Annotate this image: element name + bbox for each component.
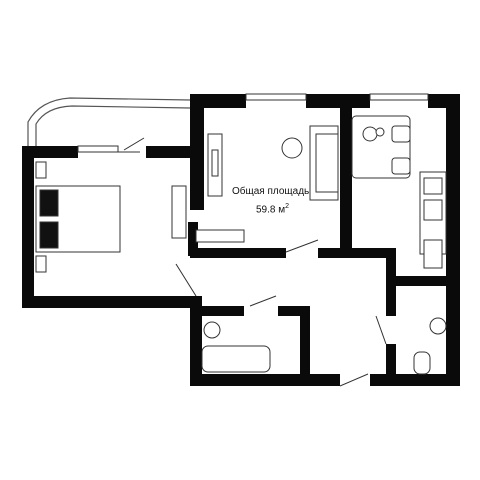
kitchen-furniture	[351, 115, 447, 269]
living-furniture	[195, 125, 339, 243]
area-unit-superscript: 2	[285, 203, 290, 210]
doors	[118, 137, 387, 387]
total-area-value: 59.8 м2	[256, 203, 289, 215]
bed	[35, 161, 121, 273]
total-area-title: Общая площадь	[232, 186, 310, 197]
bathroom-fixtures	[201, 317, 447, 375]
total-area-number: 59.8 м	[256, 204, 286, 216]
balcony	[27, 97, 191, 148]
windows	[77, 93, 429, 153]
area-label-box	[228, 182, 300, 222]
walls	[22, 94, 460, 386]
bedroom-wardrobe	[171, 185, 187, 239]
